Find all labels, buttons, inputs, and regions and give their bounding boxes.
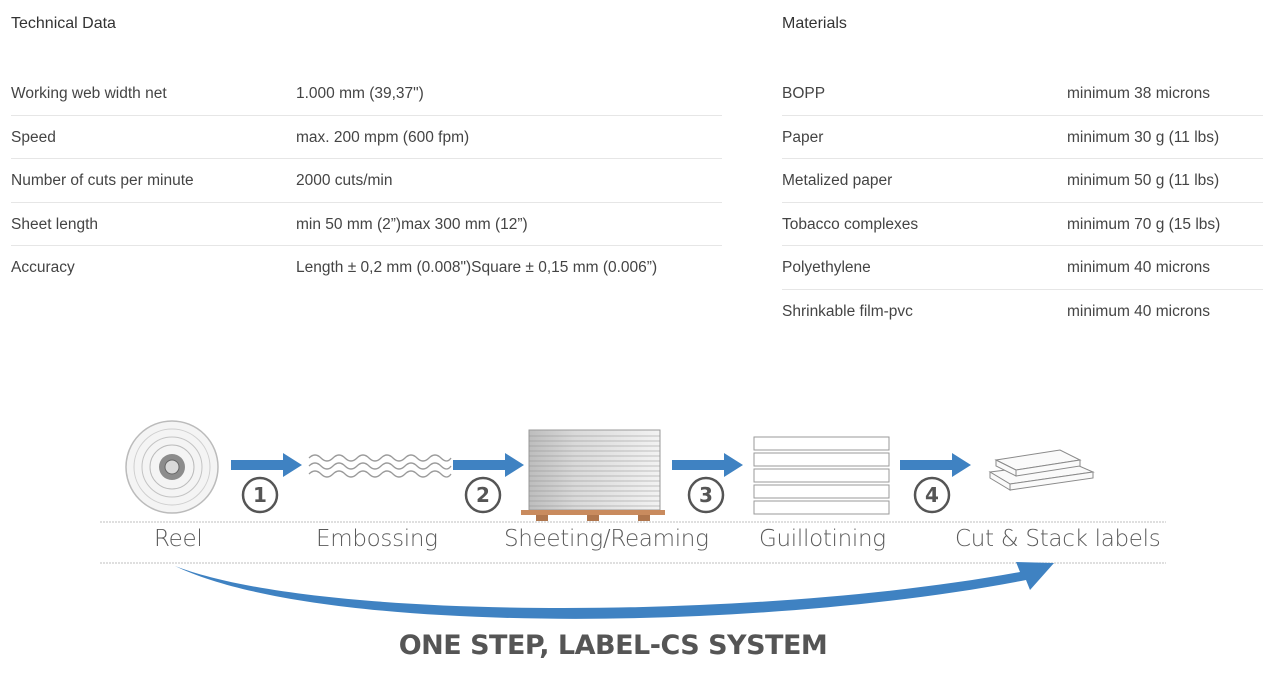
row-label: Paper xyxy=(782,128,824,146)
row-value: minimum 70 g (15 lbs) xyxy=(1067,215,1221,233)
row-label: Sheet length xyxy=(11,215,99,233)
technical-data-title: Technical Data xyxy=(11,15,116,32)
step-2-badge xyxy=(464,476,502,514)
table-row: BOPP minimum 38 microns xyxy=(782,72,1263,116)
step-number: 1 xyxy=(253,483,267,507)
step-4-badge xyxy=(913,476,951,514)
table-row: Speed max. 200 mpm (600 fpm) xyxy=(11,116,722,159)
row-value: minimum 40 microns xyxy=(1067,302,1210,320)
table-row: Polyethylene minimum 40 microns xyxy=(782,246,1263,290)
step-1-badge xyxy=(241,476,279,514)
row-label: Tobacco complexes xyxy=(782,215,919,233)
row-value: minimum 40 microns xyxy=(1067,259,1210,276)
stage-label-embossing: Embossing xyxy=(316,526,438,552)
guillotine-stack-icon xyxy=(753,436,890,515)
step-3-badge xyxy=(687,476,725,514)
row-value: 1.000 mm (39,37") xyxy=(296,85,424,102)
step-number: 3 xyxy=(699,483,713,507)
table-row: Accuracy Length ± 0,2 mm (0.008")Square … xyxy=(11,246,722,290)
step-number: 2 xyxy=(476,483,490,507)
table-row: Metalized paper minimum 50 g (11 lbs) xyxy=(782,159,1263,203)
row-label: Polyethylene xyxy=(782,259,871,276)
step-number: 4 xyxy=(925,483,939,507)
row-label: Shrinkable film-pvc xyxy=(782,302,913,320)
sheet-stack-icon xyxy=(521,429,665,521)
row-value: Length ± 0,2 mm (0.008")Square ± 0,15 mm… xyxy=(296,259,658,276)
materials-title: Materials xyxy=(782,15,847,32)
row-label: Accuracy xyxy=(11,259,75,276)
stage-label-guillotining: Guillotining xyxy=(759,526,886,552)
table-row: Paper minimum 30 g (11 lbs) xyxy=(782,116,1263,159)
one-step-arrow xyxy=(175,562,1054,619)
row-value: minimum 50 g (11 lbs) xyxy=(1067,172,1220,189)
process-diagram: 1 2 3 4 Reel Embossing Sheeting/Reaming … xyxy=(0,400,1263,685)
row-value: minimum 38 microns xyxy=(1067,85,1210,102)
table-row: Working web width net 1.000 mm (39,37") xyxy=(11,72,722,116)
row-label: Number of cuts per minute xyxy=(11,172,194,189)
row-value: 2000 cuts/min xyxy=(296,172,393,189)
materials-table: BOPP minimum 38 microns Paper minimum 30… xyxy=(782,72,1263,333)
table-row: Tobacco complexes minimum 70 g (15 lbs) xyxy=(782,203,1263,246)
stage-label-sheeting: Sheeting/Reaming xyxy=(504,526,709,552)
table-row: Number of cuts per minute 2000 cuts/min xyxy=(11,159,722,203)
arrow-icon xyxy=(453,453,524,477)
stage-label-reel: Reel xyxy=(154,526,203,552)
technical-data-table: Working web width net 1.000 mm (39,37") … xyxy=(11,72,722,290)
process-diagram-graphic: 1 2 3 4 xyxy=(100,420,1166,619)
reel-icon xyxy=(125,420,219,514)
step-arrows xyxy=(231,453,971,477)
arrow-icon xyxy=(900,453,971,477)
label-stacks-icon xyxy=(988,449,1095,491)
table-row: Shrinkable film-pvc minimum 40 microns xyxy=(782,290,1263,334)
row-label: BOPP xyxy=(782,85,826,102)
table-row: Sheet length min 50 mm (2”)max 300 mm (1… xyxy=(11,203,722,246)
stage-label-cut-stack: Cut & Stack labels xyxy=(955,526,1161,552)
arrow-icon xyxy=(231,453,302,477)
row-value: minimum 30 g (11 lbs) xyxy=(1067,128,1220,146)
row-label: Speed xyxy=(11,128,56,146)
row-label: Metalized paper xyxy=(782,172,893,189)
row-label: Working web width net xyxy=(11,85,167,102)
arrow-icon xyxy=(672,453,743,477)
system-title: ONE STEP, LABEL-CS SYSTEM xyxy=(398,630,828,661)
row-value: min 50 mm (2”)max 300 mm (12”) xyxy=(296,215,528,233)
row-value: max. 200 mpm (600 fpm) xyxy=(296,128,470,146)
embossing-icon xyxy=(308,454,452,478)
